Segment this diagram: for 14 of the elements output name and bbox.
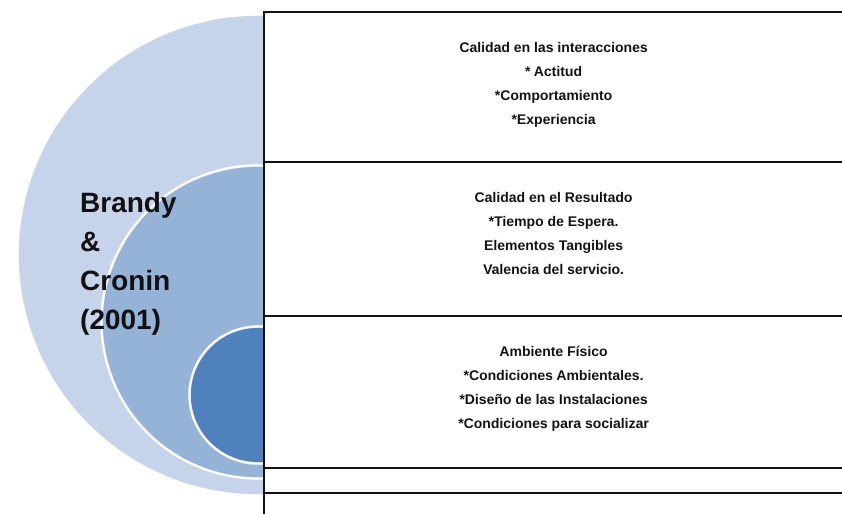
box-heading: Ambiente Físico [499, 342, 608, 361]
author-label: Brandy & Cronin (2001) [80, 187, 176, 335]
list-item: *Condiciones Ambientales. [464, 366, 644, 385]
list-item: Valencia del servicio. [483, 260, 624, 279]
list-item: * Actitud [524, 62, 582, 81]
box-heading: Calidad en el Resultado [474, 188, 632, 207]
box-heading: Calidad en las interacciones [459, 38, 648, 57]
list-item: *Experiencia [511, 110, 596, 129]
text-box [263, 11, 842, 163]
list-item: Elementos Tangibles [484, 236, 623, 255]
list-item: *Condiciones para socializar [458, 414, 649, 433]
list-item: *Tiempo de Espera. [488, 212, 618, 231]
list-item: *Comportamiento [494, 86, 612, 105]
list-item: *Diseño de las Instalaciones [459, 390, 648, 409]
